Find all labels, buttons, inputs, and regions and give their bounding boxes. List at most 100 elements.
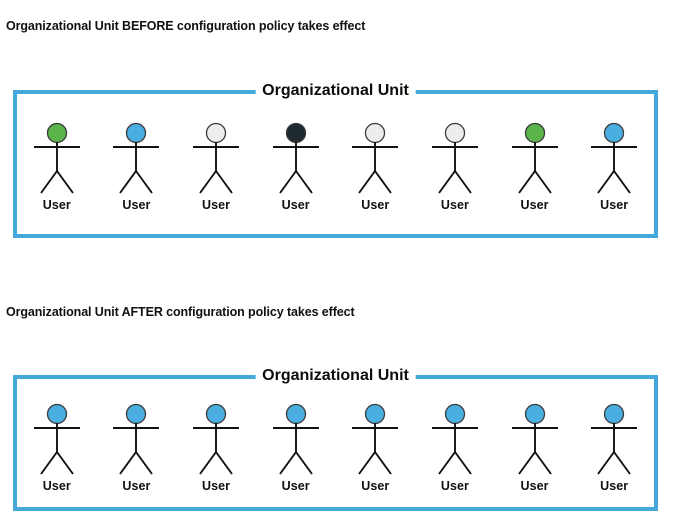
- stick-figure-icon: [113, 403, 160, 475]
- figure-leg-right: [454, 170, 472, 194]
- user-figure-row-after: User User User User User User User User: [17, 402, 654, 493]
- user-figure: User: [583, 402, 645, 493]
- user-figure-label: User: [520, 479, 549, 493]
- figure-head-icon: [46, 122, 67, 144]
- user-figure-label: User: [440, 198, 470, 212]
- user-figure: User: [265, 121, 327, 212]
- user-figure-label: User: [440, 479, 470, 493]
- user-figure-label: User: [600, 479, 629, 493]
- figure-leg-left: [40, 451, 58, 475]
- user-figure: User: [26, 121, 88, 212]
- figure-leg-right: [135, 170, 154, 194]
- user-figure-label: User: [600, 198, 629, 212]
- figure-leg-left: [517, 170, 536, 194]
- user-figure-label: User: [201, 479, 231, 493]
- stick-figure-icon: [511, 122, 558, 194]
- figure-head-icon: [604, 122, 625, 144]
- figure-head-icon: [524, 403, 545, 425]
- heading-before: Organizational Unit BEFORE configuration…: [6, 19, 366, 33]
- figure-leg-left: [199, 170, 217, 194]
- figure-leg-right: [533, 451, 552, 475]
- figure-leg-left: [358, 170, 377, 194]
- stick-figure-icon: [352, 403, 399, 475]
- stick-figure-icon: [193, 122, 240, 194]
- heading-after: Organizational Unit AFTER configuration …: [6, 305, 355, 319]
- user-figure-label: User: [520, 198, 549, 212]
- figure-head-icon: [205, 122, 227, 144]
- user-figure: User: [344, 402, 406, 493]
- figure-head-icon: [285, 122, 306, 144]
- stick-figure-icon: [272, 403, 319, 475]
- figure-head-icon: [285, 403, 306, 425]
- user-figure-row-before: User User User User User User User User: [17, 121, 654, 212]
- figure-leg-left: [278, 451, 297, 475]
- organizational-unit-legend-after: Organizational Unit: [255, 366, 416, 385]
- figure-leg-left: [438, 451, 456, 475]
- figure-head-icon: [126, 403, 147, 425]
- figure-leg-right: [613, 170, 631, 194]
- figure-head-icon: [524, 122, 545, 144]
- figure-head-icon: [365, 403, 386, 425]
- user-figure: User: [105, 402, 167, 493]
- figure-leg-right: [294, 451, 313, 475]
- user-figure-label: User: [122, 479, 151, 493]
- user-figure: User: [185, 402, 247, 493]
- user-figure: User: [185, 121, 247, 212]
- user-figure-label: User: [42, 479, 71, 493]
- user-figure: User: [583, 121, 645, 212]
- figure-leg-left: [358, 451, 377, 475]
- figure-leg-left: [199, 451, 217, 475]
- user-figure-label: User: [122, 198, 151, 212]
- figure-leg-left: [278, 170, 297, 194]
- figure-head-icon: [444, 122, 466, 144]
- user-figure: User: [504, 402, 566, 493]
- figure-leg-right: [215, 451, 233, 475]
- figure-leg-left: [438, 170, 456, 194]
- stick-figure-icon: [193, 403, 240, 475]
- user-figure-label: User: [42, 198, 71, 212]
- figure-leg-left: [597, 170, 615, 194]
- stick-figure-icon: [431, 403, 478, 475]
- user-figure-label: User: [361, 479, 390, 493]
- organizational-unit-legend-before: Organizational Unit: [255, 81, 416, 100]
- figure-leg-left: [119, 170, 138, 194]
- user-figure: User: [105, 121, 167, 212]
- user-figure: User: [26, 402, 88, 493]
- figure-head-icon: [604, 403, 625, 425]
- user-figure-label: User: [361, 198, 390, 212]
- stick-figure-icon: [431, 122, 478, 194]
- figure-head-icon: [444, 403, 466, 425]
- figure-leg-left: [40, 170, 58, 194]
- user-figure-label: User: [281, 198, 310, 212]
- figure-leg-right: [374, 170, 393, 194]
- figure-leg-right: [56, 170, 74, 194]
- stick-figure-icon: [511, 403, 558, 475]
- figure-head-icon: [46, 403, 67, 425]
- figure-leg-right: [135, 451, 154, 475]
- user-figure: User: [344, 121, 406, 212]
- user-figure: User: [265, 402, 327, 493]
- stick-figure-icon: [33, 403, 80, 475]
- figure-leg-right: [294, 170, 313, 194]
- figure-leg-right: [56, 451, 74, 475]
- figure-head-icon: [205, 403, 227, 425]
- figure-leg-right: [374, 451, 393, 475]
- stick-figure-icon: [591, 122, 638, 194]
- figure-leg-right: [454, 451, 472, 475]
- figure-leg-left: [119, 451, 138, 475]
- figure-leg-left: [517, 451, 536, 475]
- stick-figure-icon: [33, 122, 80, 194]
- user-figure: User: [424, 402, 486, 493]
- figure-head-icon: [126, 122, 147, 144]
- figure-leg-right: [613, 451, 631, 475]
- stick-figure-icon: [591, 403, 638, 475]
- figure-leg-right: [215, 170, 233, 194]
- user-figure-label: User: [281, 479, 310, 493]
- figure-leg-right: [533, 170, 552, 194]
- figure-leg-left: [597, 451, 615, 475]
- stick-figure-icon: [352, 122, 399, 194]
- stick-figure-icon: [272, 122, 319, 194]
- user-figure-label: User: [201, 198, 231, 212]
